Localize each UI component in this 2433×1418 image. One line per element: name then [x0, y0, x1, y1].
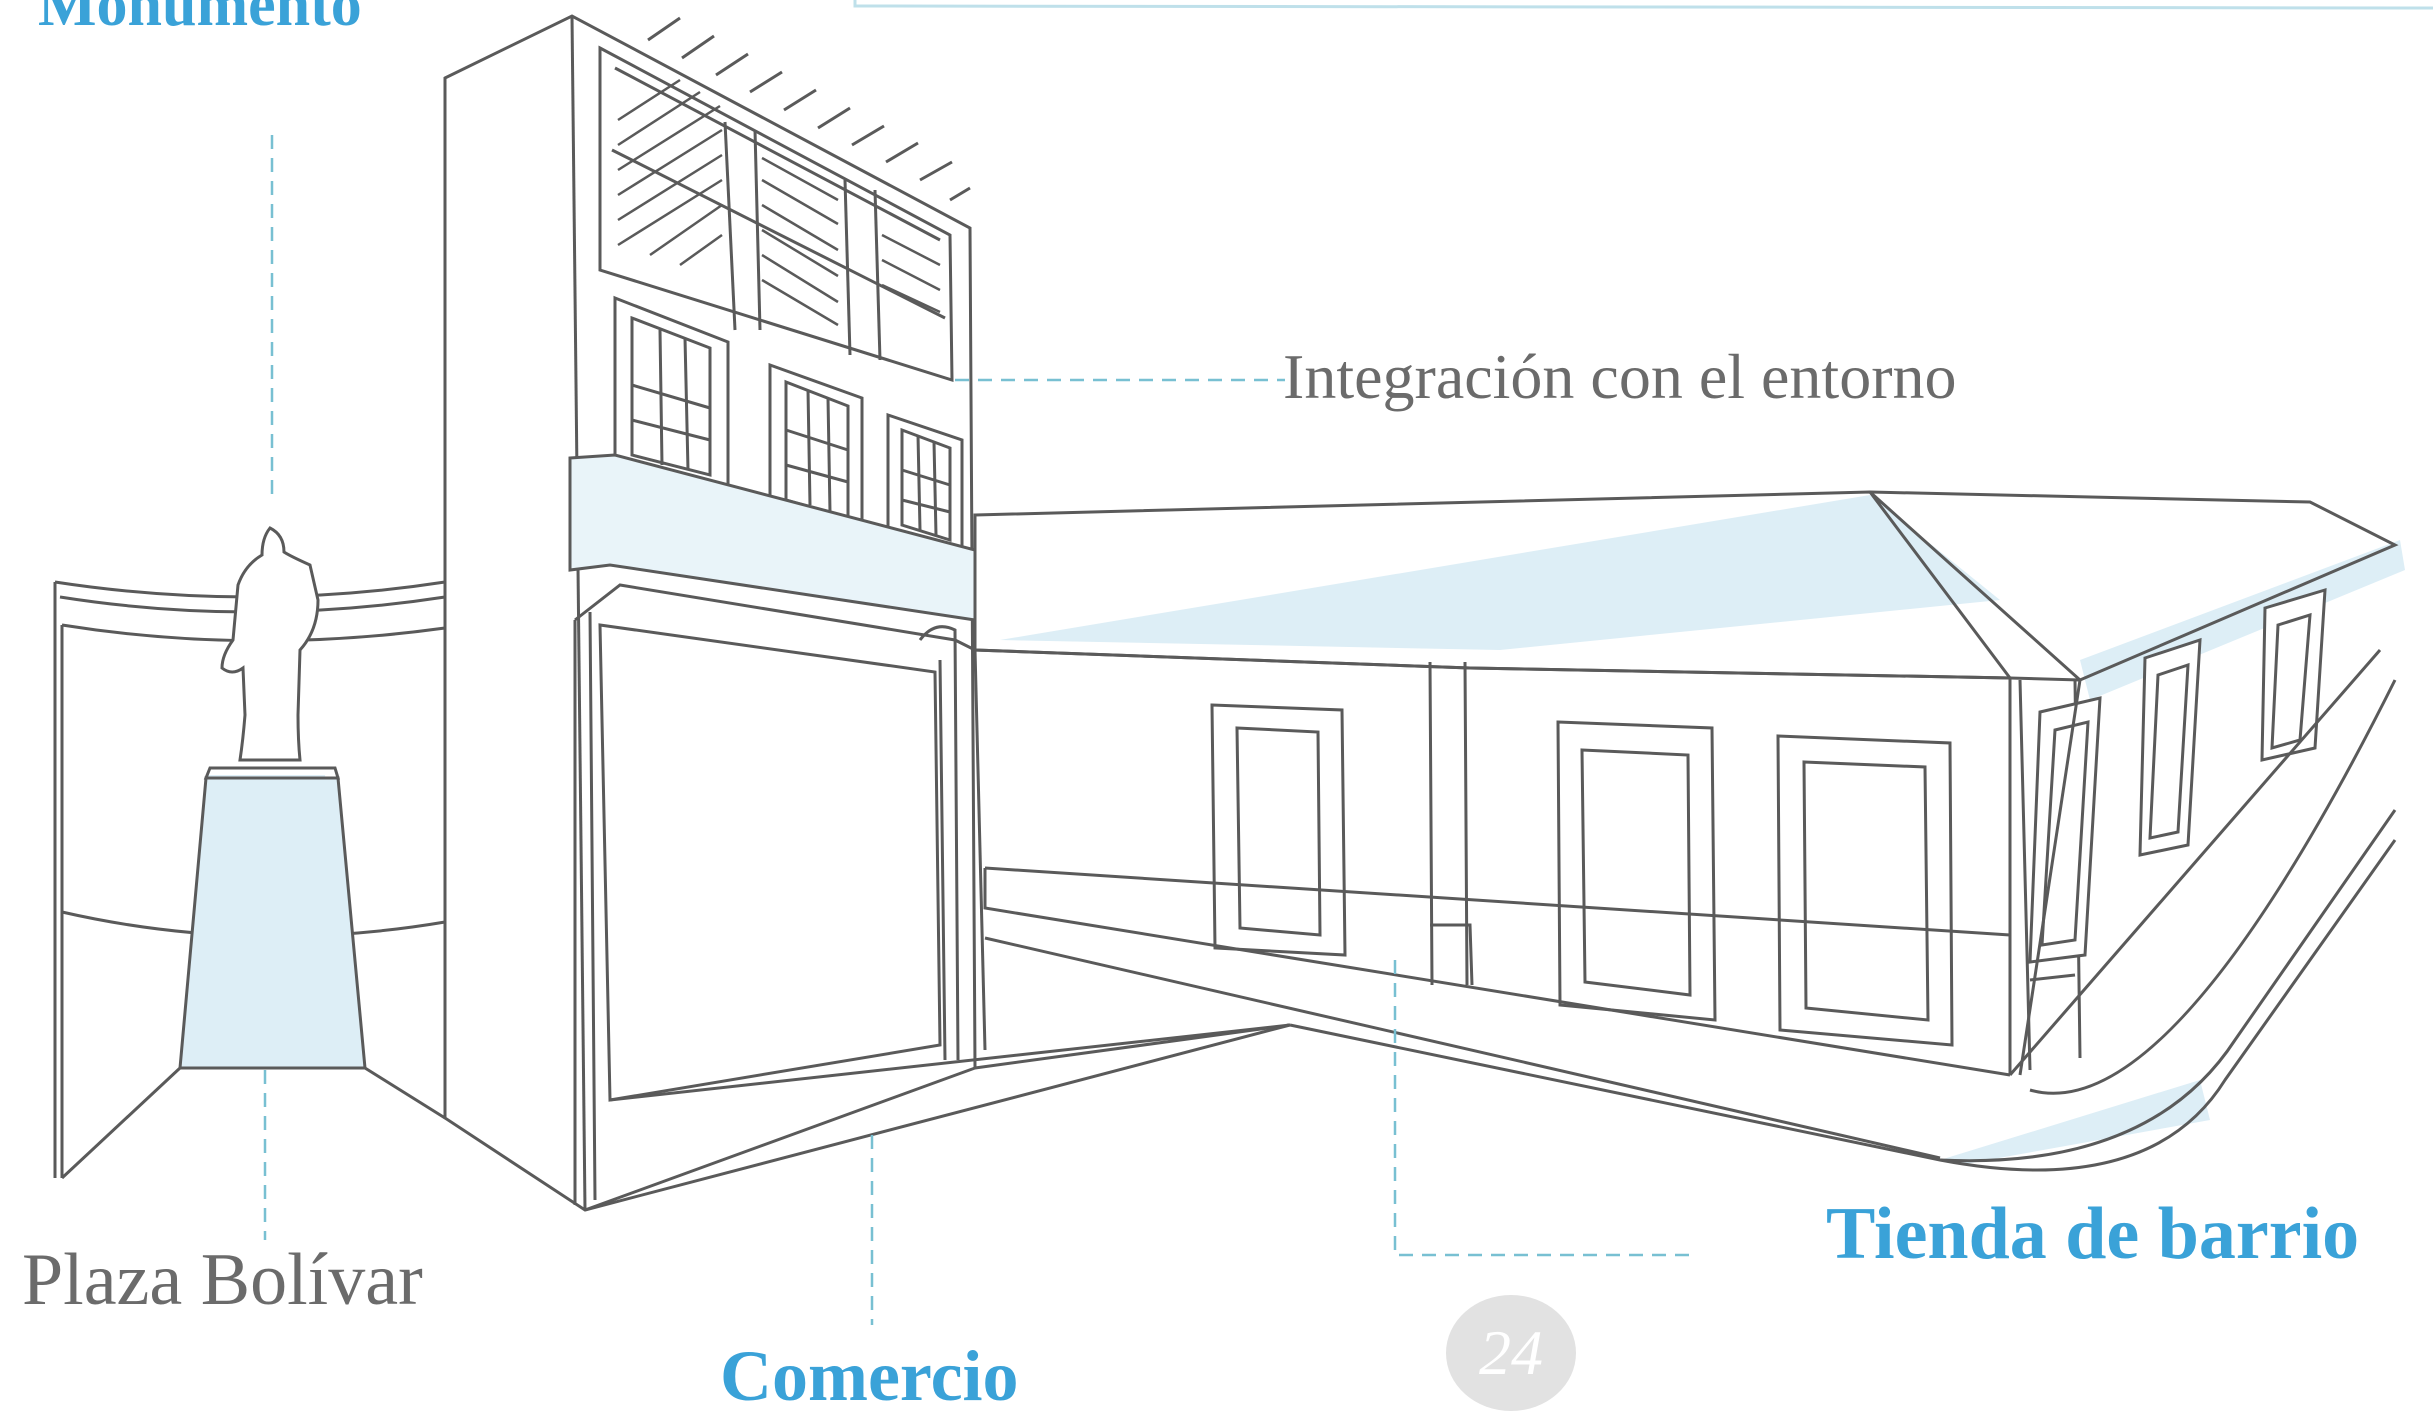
- tall-building: [443, 14, 977, 1212]
- label-plaza-bolivar: Plaza Bolívar: [22, 1239, 423, 1321]
- label-tienda-de-barrio: Tienda de barrio: [1826, 1193, 2360, 1275]
- page-number-text: 24: [1479, 1317, 1543, 1388]
- long-house: [973, 490, 2399, 1076]
- statue-silhouette: [220, 526, 320, 762]
- monument: [178, 526, 367, 1070]
- hatching: [617, 78, 941, 327]
- label-integracion-con-el-entorno: Integración con el entorno: [1283, 341, 1957, 412]
- label-comercio: Comercio: [720, 1336, 1019, 1416]
- top-frame: [853, 0, 2433, 10]
- leader-tienda: [1393, 960, 1690, 1257]
- page-number-badge: 24: [1446, 1295, 1576, 1411]
- pergola-beams: [647, 16, 971, 202]
- label-monumento: Monumento: [38, 0, 362, 39]
- sidewalk: [584, 649, 2397, 1212]
- leader-lines: [263, 135, 1690, 1325]
